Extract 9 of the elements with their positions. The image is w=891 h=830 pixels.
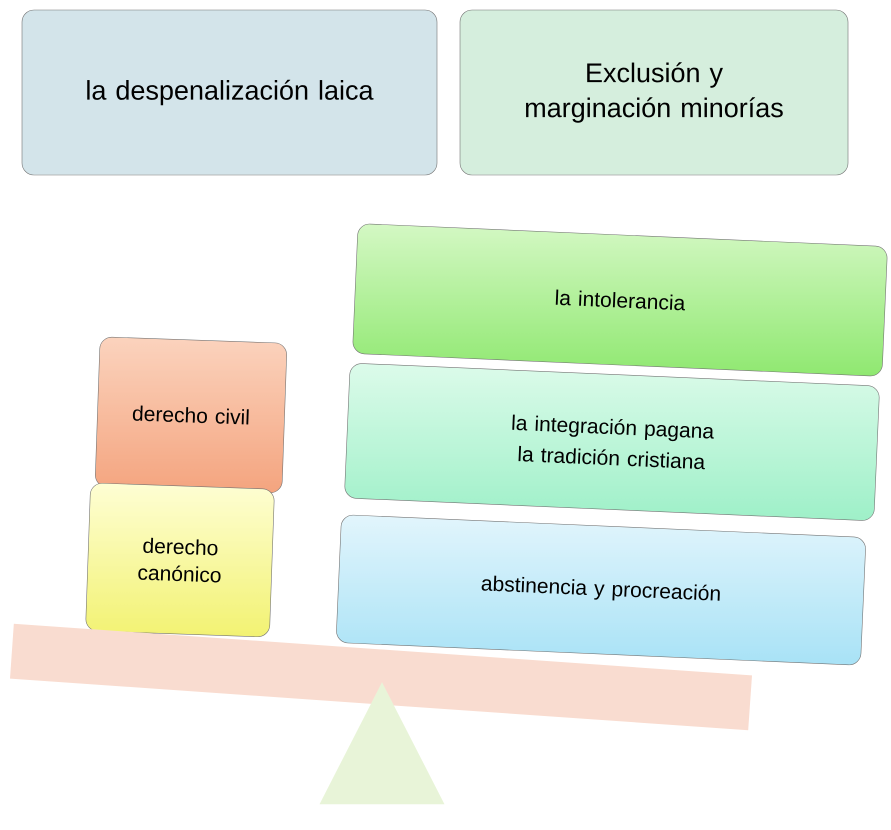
title-box: la despenalización laica bbox=[22, 10, 438, 176]
weight-box: derecho civil bbox=[95, 336, 287, 494]
balance-beam bbox=[10, 624, 752, 730]
weight-box: derecho canónico bbox=[86, 482, 274, 638]
fulcrum-triangle bbox=[320, 682, 444, 804]
weight-box: la intolerancia bbox=[352, 224, 888, 376]
weight-box: la integración pagana la tradición cristiana bbox=[344, 363, 880, 521]
weight-box: abstinencia y procreación bbox=[336, 514, 866, 666]
title-box: Exclusión y marginación minorías bbox=[460, 10, 848, 176]
